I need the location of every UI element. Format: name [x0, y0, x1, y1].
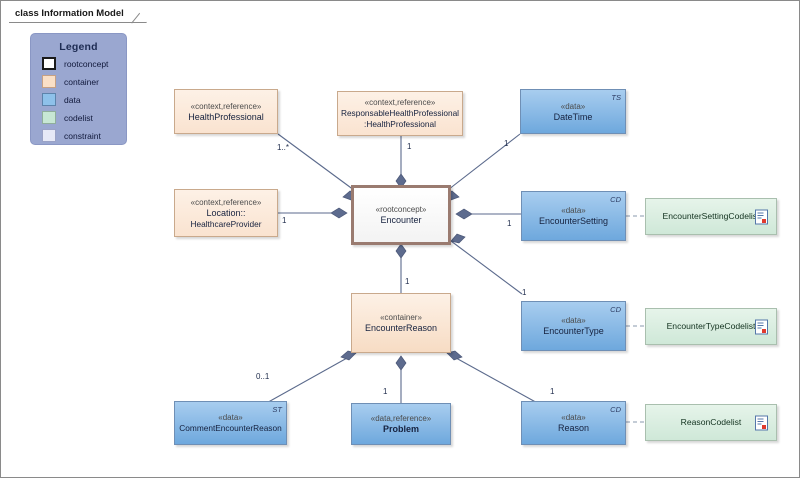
class-name-problem: Problem — [382, 424, 419, 434]
class-node-healthprofessional[interactable]: «context,reference» HealthProfessional — [174, 89, 278, 134]
class-name-encounterreason: EncounterReason — [364, 323, 438, 333]
type-marker-encountersetting: CD — [610, 195, 621, 204]
legend-panel: Legend rootconcept container data codeli… — [30, 33, 127, 145]
document-icon — [755, 415, 768, 430]
class-node-encountersettingcodelist[interactable]: EncounterSettingCodelist — [645, 198, 777, 235]
multiplicity-comment: 0..1 — [256, 372, 270, 381]
legend-label-constraint: constraint — [64, 130, 101, 141]
legend-item-constraint: constraint — [42, 128, 126, 143]
multiplicity-reason: 1 — [550, 387, 555, 396]
stereotype-encounter: «rootconcept» — [375, 205, 427, 214]
class-node-encountertype[interactable]: CD «data» EncounterType — [521, 301, 626, 351]
legend-title: Legend — [59, 41, 98, 53]
frame-tab-corner-icon — [130, 4, 146, 24]
class-name-encountertype: EncounterType — [543, 326, 604, 336]
stereotype-encounterreason: «container» — [380, 313, 422, 322]
class-node-location-healthcareprovider[interactable]: «context,reference» Location:: Healthcar… — [174, 189, 278, 237]
legend-swatch-data — [42, 93, 56, 106]
class-name-reasoncodelist: ReasonCodelist — [680, 417, 742, 427]
legend-swatch-codelist — [42, 111, 56, 124]
class-name-responsablehealthprofessional: ResponsableHealthProfessional — [340, 108, 460, 118]
stereotype-location: «context,reference» — [190, 197, 262, 207]
type-marker-reason: CD — [610, 405, 621, 414]
legend-swatch-container — [42, 75, 56, 88]
multiplicity-encounterreason: 1 — [405, 277, 410, 286]
legend-item-rootconcept: rootconcept — [42, 56, 126, 71]
class-name-reason: Reason — [557, 423, 590, 433]
class-name-healthprofessional: HealthProfessional — [188, 111, 264, 122]
class-name-commentencounterreason: CommentEncounterReason — [179, 423, 282, 433]
legend-swatch-constraint — [42, 129, 56, 142]
class-node-datetime[interactable]: TS «data» DateTime — [520, 89, 626, 134]
class-name-encounter: Encounter — [380, 215, 422, 225]
multiplicity-healthprofessional: 1..* — [277, 143, 290, 152]
class-node-encountersetting[interactable]: CD «data» EncounterSetting — [521, 191, 626, 241]
stereotype-responsablehealthprofessional: «context,reference» — [364, 98, 436, 107]
multiplicity-location: 1 — [282, 216, 287, 225]
stereotype-commentencounterreason: «data» — [218, 413, 243, 422]
document-icon — [755, 319, 768, 334]
type-marker-datetime: TS — [611, 93, 621, 102]
class-node-problem[interactable]: «data,reference» Problem — [351, 403, 451, 445]
legend-label-rootconcept: rootconcept — [64, 58, 109, 69]
stereotype-encountertype: «data» — [561, 316, 586, 325]
class-node-commentencounterreason[interactable]: ST «data» CommentEncounterReason — [174, 401, 287, 445]
class-node-encountertypecodelist[interactable]: EncounterTypeCodelist — [645, 308, 777, 345]
legend-label-codelist: codelist — [64, 112, 93, 123]
stereotype-reason: «data» — [561, 413, 586, 422]
class-node-reason[interactable]: CD «data» Reason — [521, 401, 626, 445]
class-node-encounter[interactable]: «rootconcept» Encounter — [351, 185, 451, 245]
class-name-encountersetting: EncounterSetting — [538, 216, 609, 226]
stereotype-datetime: «data» — [560, 101, 586, 111]
stereotype-encountersetting: «data» — [561, 206, 586, 215]
multiplicity-encountersetting: 1 — [507, 219, 512, 228]
legend-swatch-rootconcept — [42, 57, 56, 70]
type-marker-commentencounterreason: ST — [272, 405, 282, 414]
legend-item-codelist: codelist — [42, 110, 126, 125]
stereotype-problem: «data,reference» — [370, 414, 432, 423]
stereotype-healthprofessional: «context,reference» — [190, 101, 262, 111]
class-node-encounterreason[interactable]: «container» EncounterReason — [351, 293, 451, 353]
class-node-reasoncodelist[interactable]: ReasonCodelist — [645, 404, 777, 441]
legend-label-container: container — [64, 76, 99, 87]
legend-label-data: data — [64, 94, 81, 105]
legend-item-data: data — [42, 92, 126, 107]
document-icon — [755, 209, 768, 224]
type-marker-encountertype: CD — [610, 305, 621, 314]
multiplicity-problem: 1 — [383, 387, 388, 396]
multiplicity-responsable: 1 — [407, 142, 412, 151]
class-name-location: Location:: — [206, 207, 246, 218]
multiplicity-datetime: 1 — [504, 139, 509, 148]
legend-item-container: container — [42, 74, 126, 89]
diagram-frame-label: class Information Model — [15, 8, 124, 19]
class-name-healthcareprovider: HealthcareProvider — [190, 218, 262, 229]
diagram-frame-tab: class Information Model — [9, 4, 147, 24]
class-name-encountersettingcodelist: EncounterSettingCodelist — [662, 211, 760, 221]
class-name-datetime: DateTime — [553, 111, 593, 122]
class-node-responsablehealthprofessional[interactable]: «context,reference» ResponsableHealthPro… — [337, 91, 463, 136]
multiplicity-encountertype: 1 — [522, 288, 527, 297]
class-type-responsablehealthprofessional: :HealthProfessional — [364, 119, 436, 129]
class-name-encountertypecodelist: EncounterTypeCodelist — [666, 321, 756, 331]
